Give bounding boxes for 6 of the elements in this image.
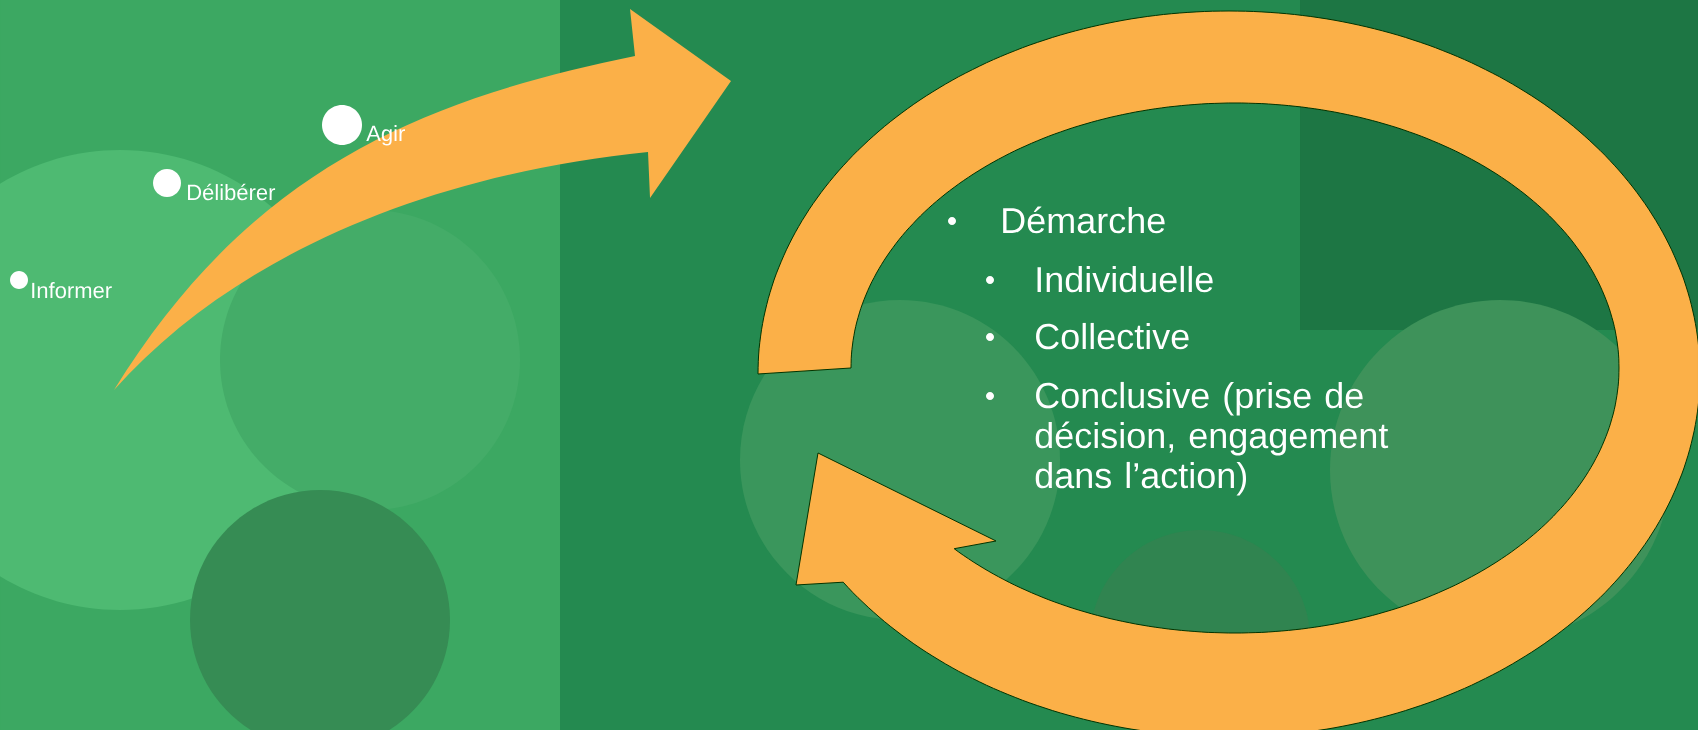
- list-item: Collective: [1036, 322, 1189, 350]
- list-item: Individuelle: [1037, 265, 1213, 293]
- step-label: Informer: [32, 282, 112, 299]
- list-item: Démarche: [1003, 206, 1165, 234]
- list-item: Conclusive (prise de décision, engagement dans l’action): [1035, 381, 1389, 496]
- step-label: Délibérer: [188, 183, 276, 201]
